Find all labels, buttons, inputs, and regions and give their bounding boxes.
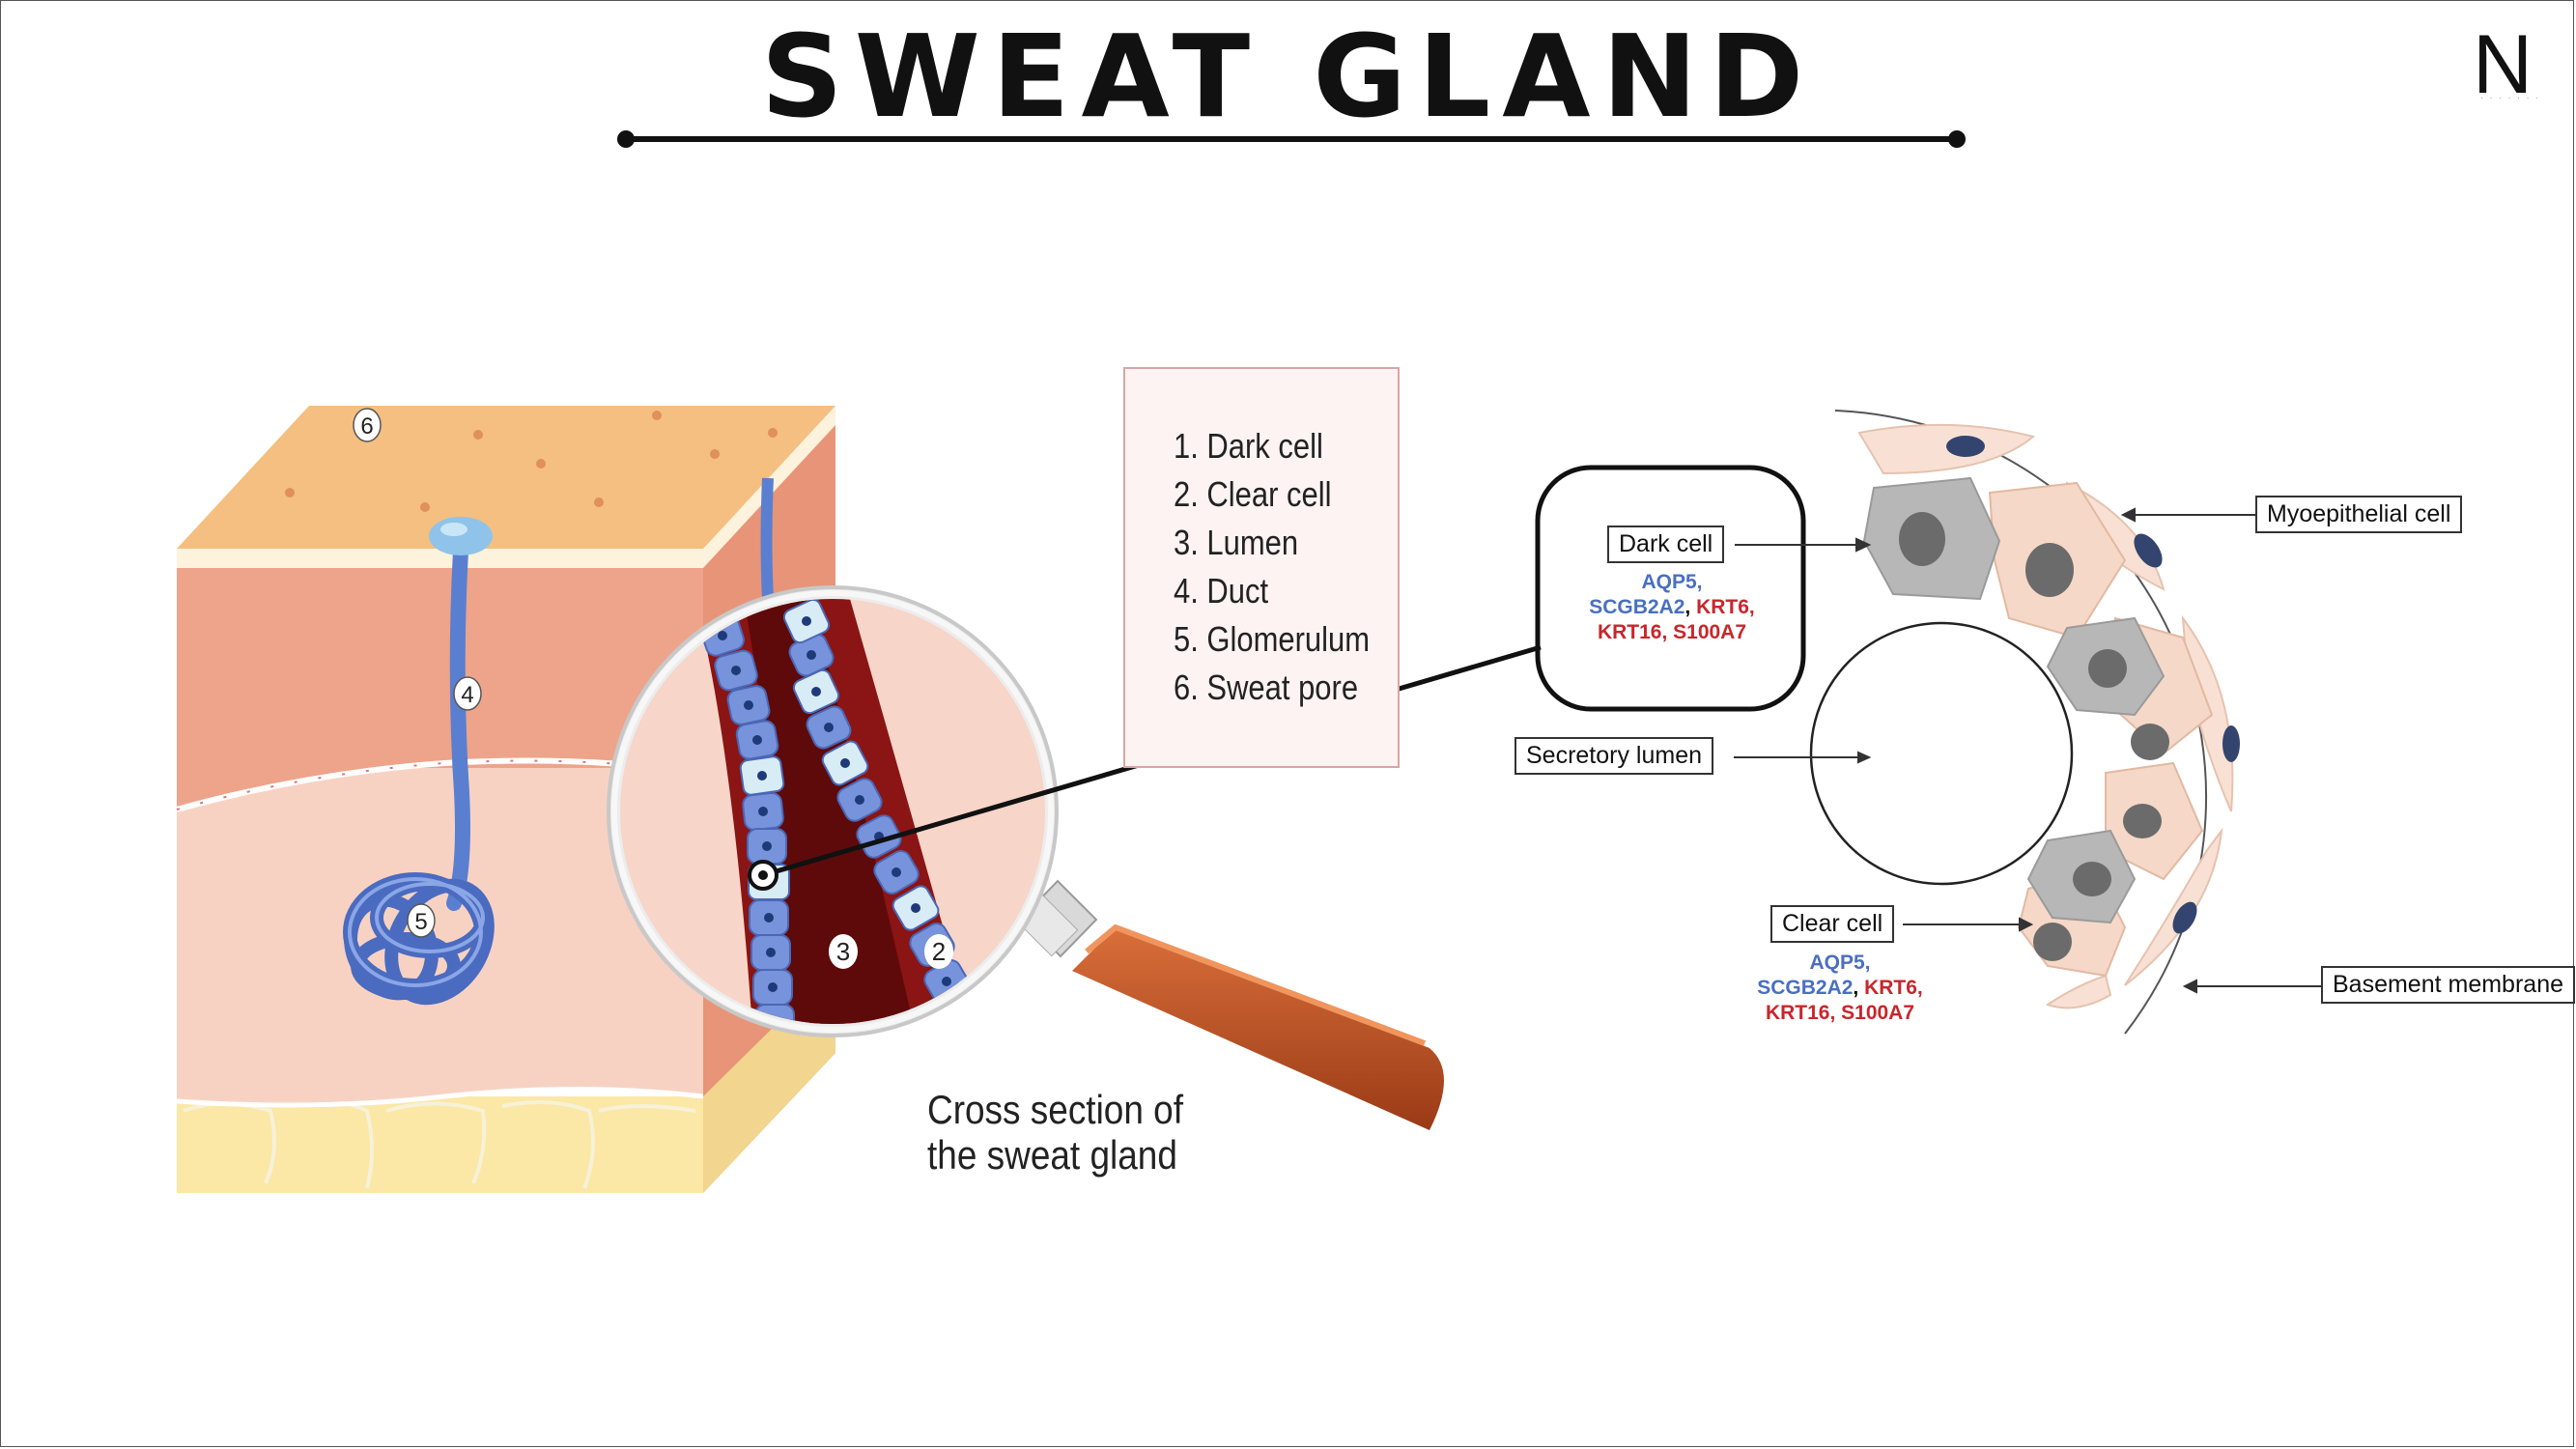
legend-item: 3. Lumen [1174,523,1299,562]
caption-line: the sweat gland [927,1132,1177,1178]
legend-item: 4. Duct [1174,571,1269,611]
magnifier-lens [607,585,1059,1037]
legend-box: 1. Dark cell 2. Clear cell 3. Lumen 4. D… [1123,367,1400,768]
marker-blue: SCGB2A2 [1757,977,1854,999]
label-pointers [1734,507,2323,994]
caption-line: Cross section of [927,1087,1183,1132]
clear-cell-number-badge [924,934,953,969]
clear-cell-label: Clear cell [1770,905,1895,943]
glomerulum-number: 5 [414,909,427,935]
page-title: SWEAT GLAND [760,10,1816,143]
legend-item: 1. Dark cell [1174,426,1323,466]
clear-cell-markers: AQP5, SCGB2A2, KRT6, KRT16, S100A7 [1729,951,1951,1026]
lumen-number: 3 [836,937,850,966]
duct-number: 4 [461,682,473,708]
dark-cell-label: Dark cell [1607,526,1725,563]
marker-red: KRT16, S100A7 [1597,621,1747,643]
secretory-cross-section [1809,410,2240,1035]
clear-cell-number: 2 [932,937,946,966]
cross-section-caption: Cross section of the sweat gland [927,1087,1183,1178]
legend-item: 5. Glomerulum [1174,619,1371,659]
marker-red: KRT6, [1696,596,1755,618]
duct-number-badge [453,676,482,711]
legend-item: 6. Sweat pore [1174,668,1359,707]
marker-red: KRT6, [1864,977,1923,999]
marker-blue: SCGB2A2 [1589,596,1685,618]
lumen-number-badge [829,934,858,969]
pore-number: 6 [360,413,373,440]
glomerulum-number-badge [407,903,436,938]
sweat-duct [429,477,774,911]
marker-blue: AQP5, [1641,571,1703,593]
glomerulum-highlight [348,877,485,987]
myoepithelial-cell-label: Myoepithelial cell [2255,496,2463,533]
marker-red: KRT16, S100A7 [1765,1002,1915,1024]
marker-separator: , [1684,596,1697,618]
marker-blue: AQP5, [1809,952,1871,974]
basement-membrane-label: Basement membrane [2321,966,2576,1004]
dark-cell-callout [1535,465,1806,712]
legend-item: 2. Clear cell [1174,474,1332,514]
title-underline [617,130,1966,148]
secretory-lumen-label: Secretory lumen [1514,737,1714,775]
pore-number-badge [353,408,382,442]
brand-logo: N [2473,18,2534,111]
marker-separator: , [1853,977,1865,999]
legend-list: 1. Dark cell 2. Clear cell 3. Lumen 4. D… [1174,422,1401,712]
brand-logo-subtext: · · · · · · · [2480,93,2540,102]
dark-cell-markers: AQP5, SCGB2A2, KRT6, KRT16, S100A7 [1561,570,1783,645]
